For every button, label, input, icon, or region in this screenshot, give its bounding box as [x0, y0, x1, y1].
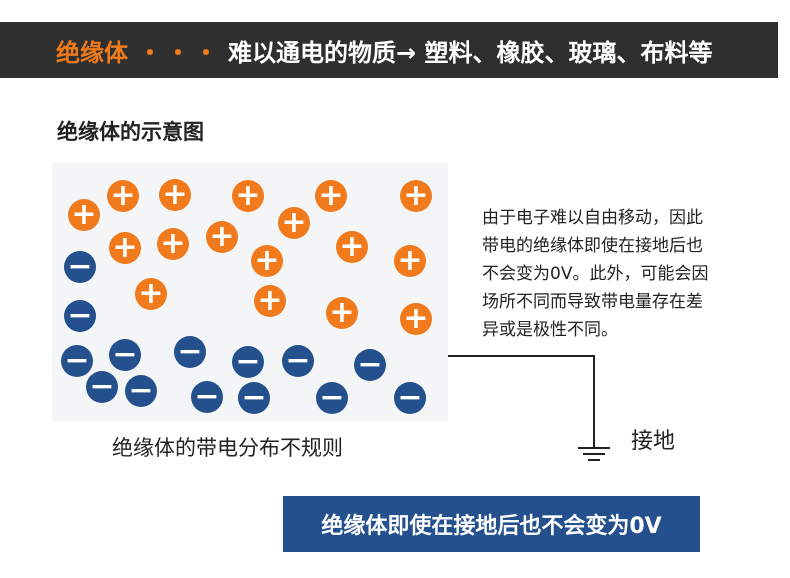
- negative-charge-icon: −: [109, 339, 141, 371]
- positive-charge-icon: +: [107, 180, 139, 212]
- negative-charge-icon: −: [86, 371, 118, 403]
- positive-charge-icon: +: [400, 180, 432, 212]
- positive-charge-icon: +: [394, 245, 426, 277]
- description-line: 场所不同而导致带电量存在差: [482, 292, 703, 312]
- conclusion-banner: 绝缘体即使在接地后也不会变为0V: [283, 496, 700, 552]
- negative-charge-icon: −: [125, 375, 157, 407]
- header-dots: ・・・: [138, 38, 222, 67]
- negative-charge-icon: −: [394, 382, 426, 414]
- positive-charge-icon: +: [206, 221, 238, 253]
- ground-label: 接地: [631, 429, 676, 454]
- negative-charge-icon: −: [282, 345, 314, 377]
- ground-symbol-line-2: [583, 453, 605, 455]
- negative-charge-icon: −: [64, 300, 96, 332]
- positive-charge-icon: +: [278, 207, 310, 239]
- negative-charge-icon: −: [191, 381, 223, 413]
- header-bar: 绝缘体 ・・・ 难以通电的物质→ 塑料、橡胶、玻璃、布料等: [0, 22, 778, 78]
- negative-charge-icon: −: [316, 382, 348, 414]
- positive-charge-icon: +: [109, 232, 141, 264]
- positive-charge-icon: +: [159, 179, 191, 211]
- negative-charge-icon: −: [174, 336, 206, 368]
- positive-charge-icon: +: [68, 199, 100, 231]
- positive-charge-icon: +: [232, 180, 264, 212]
- negative-charge-icon: −: [354, 349, 386, 381]
- positive-charge-icon: +: [251, 245, 283, 277]
- positive-charge-icon: +: [135, 278, 167, 310]
- description-line: 异或是极性不同。: [482, 320, 618, 340]
- ground-wire-vertical: [593, 355, 595, 447]
- insulator-panel: + + + + + + + + + + + + + + + + + − − − …: [52, 163, 448, 421]
- positive-charge-icon: +: [400, 303, 432, 335]
- negative-charge-icon: −: [64, 251, 96, 283]
- ground-wire-horizontal: [448, 355, 594, 357]
- positive-charge-icon: +: [254, 285, 286, 317]
- positive-charge-icon: +: [315, 180, 347, 212]
- positive-charge-icon: +: [157, 228, 189, 260]
- diagram-subtitle: 绝缘体的示意图: [57, 120, 204, 144]
- negative-charge-icon: −: [238, 382, 270, 414]
- description-line: 不会变为0V。此外，可能会因: [482, 264, 709, 284]
- ground-symbol-line-1: [578, 447, 610, 449]
- description-line: 带电的绝缘体即使在接地后也: [482, 236, 703, 256]
- diagram-caption: 绝缘体的带电分布不规则: [112, 436, 343, 460]
- positive-charge-icon: +: [336, 231, 368, 263]
- positive-charge-icon: +: [326, 297, 358, 329]
- negative-charge-icon: −: [61, 345, 93, 377]
- header-highlight: 绝缘体: [56, 38, 128, 67]
- description-line: 由于电子难以自由移动，因此: [482, 208, 703, 228]
- description-text: 由于电子难以自由移动，因此 带电的绝缘体即使在接地后也 不会变为0V。此外，可能…: [482, 204, 762, 344]
- negative-charge-icon: −: [232, 346, 264, 378]
- header-text: 难以通电的物质→ 塑料、橡胶、玻璃、布料等: [228, 38, 713, 67]
- ground-symbol-line-3: [588, 459, 600, 461]
